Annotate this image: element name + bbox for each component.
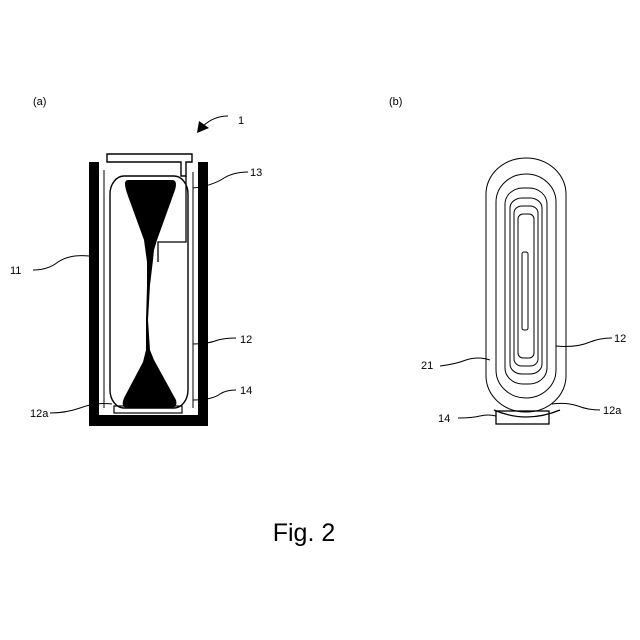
label-12-b: 12: [614, 333, 626, 345]
leader-21: [440, 358, 490, 366]
figure-caption: Fig. 2: [273, 519, 336, 547]
winding-layer-3: [505, 188, 547, 384]
leader-12-b: [556, 338, 612, 347]
label-11: 11: [10, 265, 21, 277]
label-12a-b: 12a: [603, 405, 622, 417]
label-14: 14: [240, 385, 252, 397]
winding-core: [522, 252, 528, 330]
assembly-arrow: [197, 116, 228, 133]
electrode-core: [123, 180, 177, 408]
label-12: 12: [240, 334, 252, 346]
winding-layer-4: [510, 198, 542, 374]
leader-11: [33, 256, 89, 270]
panel-b-tag: (b): [389, 96, 402, 108]
label-21: 21: [421, 360, 433, 372]
label-12a: 12a: [30, 408, 49, 420]
leader-12a-b: [552, 403, 600, 410]
panel-a-tag: (a): [33, 96, 46, 108]
label-1: 1: [238, 115, 244, 127]
panel-b: (b) 12 21 14 12a: [389, 96, 626, 425]
leader-12a: [50, 404, 112, 414]
top-cap: [107, 154, 192, 176]
label-14-b: 14: [438, 413, 450, 425]
panel-a: (a) 1 11 13 12 14 12a: [10, 96, 262, 426]
leader-14-b: [458, 415, 496, 418]
label-13: 13: [250, 167, 262, 179]
winding-layer-6: [518, 214, 534, 358]
